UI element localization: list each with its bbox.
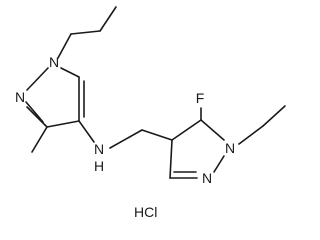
bond-c4-nh bbox=[78, 120, 95, 143]
bond-c3-n2-a bbox=[26, 106, 48, 128]
bond-n1-n2 bbox=[213, 155, 225, 173]
atom-n2-right: N bbox=[202, 170, 212, 186]
atom-n2-lower: N bbox=[15, 89, 25, 105]
bond-n2-n1 bbox=[26, 67, 49, 91]
bond-propyl-3 bbox=[99, 6, 117, 32]
bond-c4-c3 bbox=[46, 120, 80, 128]
salt-label: HCl bbox=[134, 204, 157, 220]
bond-propyl-2 bbox=[70, 30, 101, 35]
atom-fluorine: F bbox=[196, 90, 205, 106]
bond-ethyl-2 bbox=[262, 105, 286, 127]
bond-c4-c5 bbox=[171, 119, 202, 141]
bond-ethyl-1 bbox=[238, 125, 264, 145]
bond-methyl bbox=[31, 126, 48, 153]
atom-labels: N N N H F N N HCl bbox=[15, 54, 235, 220]
bond-c3-n2-b bbox=[25, 101, 44, 123]
atom-n1-right: N bbox=[225, 140, 235, 156]
bond-nh-ch2 bbox=[109, 129, 143, 149]
bonds bbox=[25, 6, 286, 179]
atom-n-amine: N bbox=[94, 141, 104, 157]
atom-h-amine: H bbox=[94, 158, 104, 174]
bond-c3-c4 bbox=[169, 139, 173, 179]
bond-c5-n1 bbox=[200, 119, 225, 141]
atom-n1-upper: N bbox=[49, 54, 59, 70]
bond-ch2-c4 bbox=[141, 129, 173, 141]
bond-n1-c5 bbox=[60, 67, 80, 78]
molecule-structure: N N N H F N N HCl bbox=[15, 6, 286, 220]
bond-propyl-1 bbox=[57, 33, 72, 59]
